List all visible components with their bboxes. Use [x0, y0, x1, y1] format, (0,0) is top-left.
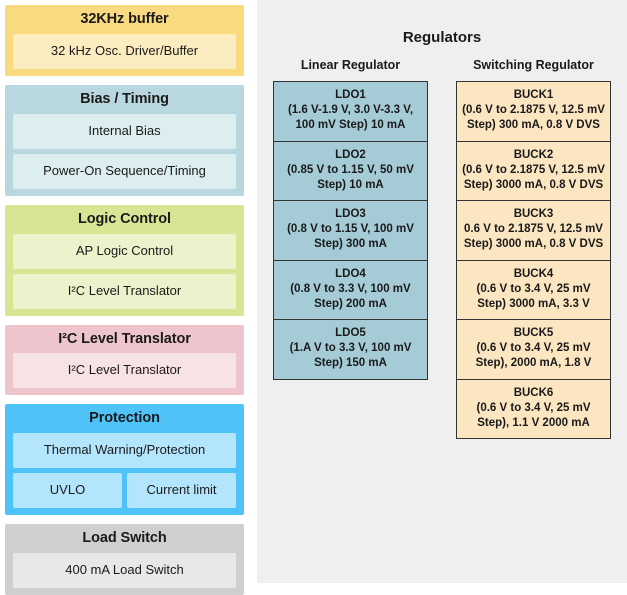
switching-regulator-column: Switching Regulator BUCK1 (0.6 V to 2.18…	[456, 58, 611, 440]
regulator-cell-buck3: BUCK3 0.6 V to 2.1875 V, 12.5 mV Step) 3…	[457, 201, 610, 261]
block-item-load-switch: 400 mA Load Switch	[13, 553, 236, 589]
block-item-uvlo: UVLO	[13, 473, 122, 509]
regulator-spec: (1.A V to 3.3 V, 100 mV Step) 150 mA	[289, 342, 412, 370]
regulator-spec: (1.6 V-1.9 V, 3.0 V-3.3 V, 100 mV Step) …	[287, 104, 414, 132]
block-item-osc-driver: 32 kHz Osc. Driver/Buffer	[13, 33, 236, 69]
block-item-current-limit: Current limit	[127, 473, 236, 509]
regulator-name: BUCK5	[513, 327, 554, 340]
regulator-cell-buck1: BUCK1 (0.6 V to 2.1875 V, 12.5 mV Step) …	[457, 82, 610, 142]
block-group-load-switch: Load Switch 400 mA Load Switch	[5, 524, 244, 595]
regulator-spec: (0.6 V to 2.1875 V, 12.5 mV Step) 3000 m…	[462, 163, 605, 191]
linear-regulator-column: Linear Regulator LDO1 (1.6 V-1.9 V, 3.0 …	[273, 58, 428, 439]
regulator-columns: Linear Regulator LDO1 (1.6 V-1.9 V, 3.0 …	[269, 58, 615, 440]
panel-title: Regulators	[402, 29, 482, 46]
regulator-cell-buck2: BUCK2 (0.6 V to 2.1875 V, 12.5 mV Step) …	[457, 141, 610, 202]
block-item-ap-logic-control: AP Logic Control	[13, 233, 236, 269]
column-heading-linear: Linear Regulator	[300, 58, 401, 72]
block-group-logic-control: Logic Control AP Logic Control I²C Level…	[5, 204, 244, 316]
regulator-name: LDO3	[335, 208, 366, 221]
regulator-name: BUCK1	[513, 89, 554, 101]
regulator-spec: (0.85 V to 1.15 V, 50 mV Step) 10 mA	[287, 163, 414, 191]
regulator-spec: (0.6 V to 2.1875 V, 12.5 mV Step) 300 mA…	[462, 104, 605, 132]
regulator-spec: (0.6 V to 3.4 V, 25 mV Step), 1.1 V 2000…	[476, 401, 591, 429]
regulator-name: LDO2	[335, 148, 366, 161]
function-blocks-column: 32KHz buffer 32 kHz Osc. Driver/Buffer B…	[0, 0, 249, 595]
regulator-name: BUCK3	[513, 208, 554, 221]
regulator-cell-buck4: BUCK4 (0.6 V to 3.4 V, 25 mV Step) 3000 …	[457, 260, 610, 321]
regulator-cell-buck5: BUCK5 (0.6 V to 3.4 V, 25 mV Step), 2000…	[457, 320, 610, 380]
regulator-spec: (0.6 V to 3.4 V, 25 mV Step), 2000 mA, 1…	[475, 342, 592, 370]
regulator-cell-buck6: BUCK6 (0.6 V to 3.4 V, 25 mV Step), 1.1 …	[457, 379, 610, 439]
regulator-name: BUCK6	[513, 386, 554, 399]
block-group-i2c-level-translator: I²C Level Translator I²C Level Translato…	[5, 324, 244, 396]
block-group-title: Bias / Timing	[80, 90, 169, 107]
block-group-title: Load Switch	[82, 530, 167, 547]
regulator-name: BUCK2	[513, 148, 554, 161]
regulator-spec: (0.8 V to 1.15 V, 100 mV Step) 300 mA	[287, 223, 414, 251]
regulator-cell-ldo1: LDO1 (1.6 V-1.9 V, 3.0 V-3.3 V, 100 mV S…	[274, 82, 427, 142]
buck-stack: BUCK1 (0.6 V to 2.1875 V, 12.5 mV Step) …	[456, 81, 611, 440]
regulator-spec: (0.6 V to 3.4 V, 25 mV Step) 3000 mA, 3.…	[476, 282, 591, 310]
regulator-spec: (0.8 V to 3.3 V, 100 mV Step) 200 mA	[290, 282, 411, 310]
block-group-osc-buffer: 32KHz buffer 32 kHz Osc. Driver/Buffer	[5, 5, 244, 76]
regulator-cell-ldo2: LDO2 (0.85 V to 1.15 V, 50 mV Step) 10 m…	[274, 141, 427, 202]
block-item-power-on-sequence: Power-On Sequence/Timing	[13, 153, 236, 189]
regulator-name: BUCK4	[513, 267, 554, 280]
block-group-title: Logic Control	[78, 210, 171, 227]
block-item-internal-bias: Internal Bias	[13, 113, 236, 149]
regulator-spec: 0.6 V to 2.1875 V, 12.5 mV Step) 3000 mA…	[463, 223, 604, 251]
block-item-i2c-level-translator: I²C Level Translator	[13, 353, 236, 389]
block-group-protection: Protection Thermal Warning/Protection UV…	[5, 404, 244, 516]
column-heading-switching: Switching Regulator	[473, 58, 594, 72]
block-group-bias-timing: Bias / Timing Internal Bias Power-On Seq…	[5, 84, 244, 196]
block-group-title: Protection	[89, 410, 160, 427]
regulator-cell-ldo4: LDO4 (0.8 V to 3.3 V, 100 mV Step) 200 m…	[274, 260, 427, 321]
regulator-name: LDO5	[335, 327, 366, 340]
block-group-title: I²C Level Translator	[58, 330, 191, 347]
regulator-name: LDO1	[335, 89, 366, 101]
regulators-panel: Regulators Linear Regulator LDO1 (1.6 V-…	[257, 0, 627, 583]
ldo-stack: LDO1 (1.6 V-1.9 V, 3.0 V-3.3 V, 100 mV S…	[273, 81, 428, 380]
regulator-cell-ldo5: LDO5 (1.A V to 3.3 V, 100 mV Step) 150 m…	[274, 320, 427, 379]
block-item-i2c-level-translator: I²C Level Translator	[13, 273, 236, 309]
block-item-thermal-warning: Thermal Warning/Protection	[13, 433, 236, 469]
protection-sub-row: UVLO Current limit	[13, 473, 236, 509]
regulator-name: LDO4	[335, 267, 366, 280]
regulator-cell-ldo3: LDO3 (0.8 V to 1.15 V, 100 mV Step) 300 …	[274, 201, 427, 261]
block-group-title: 32KHz buffer	[80, 11, 169, 27]
